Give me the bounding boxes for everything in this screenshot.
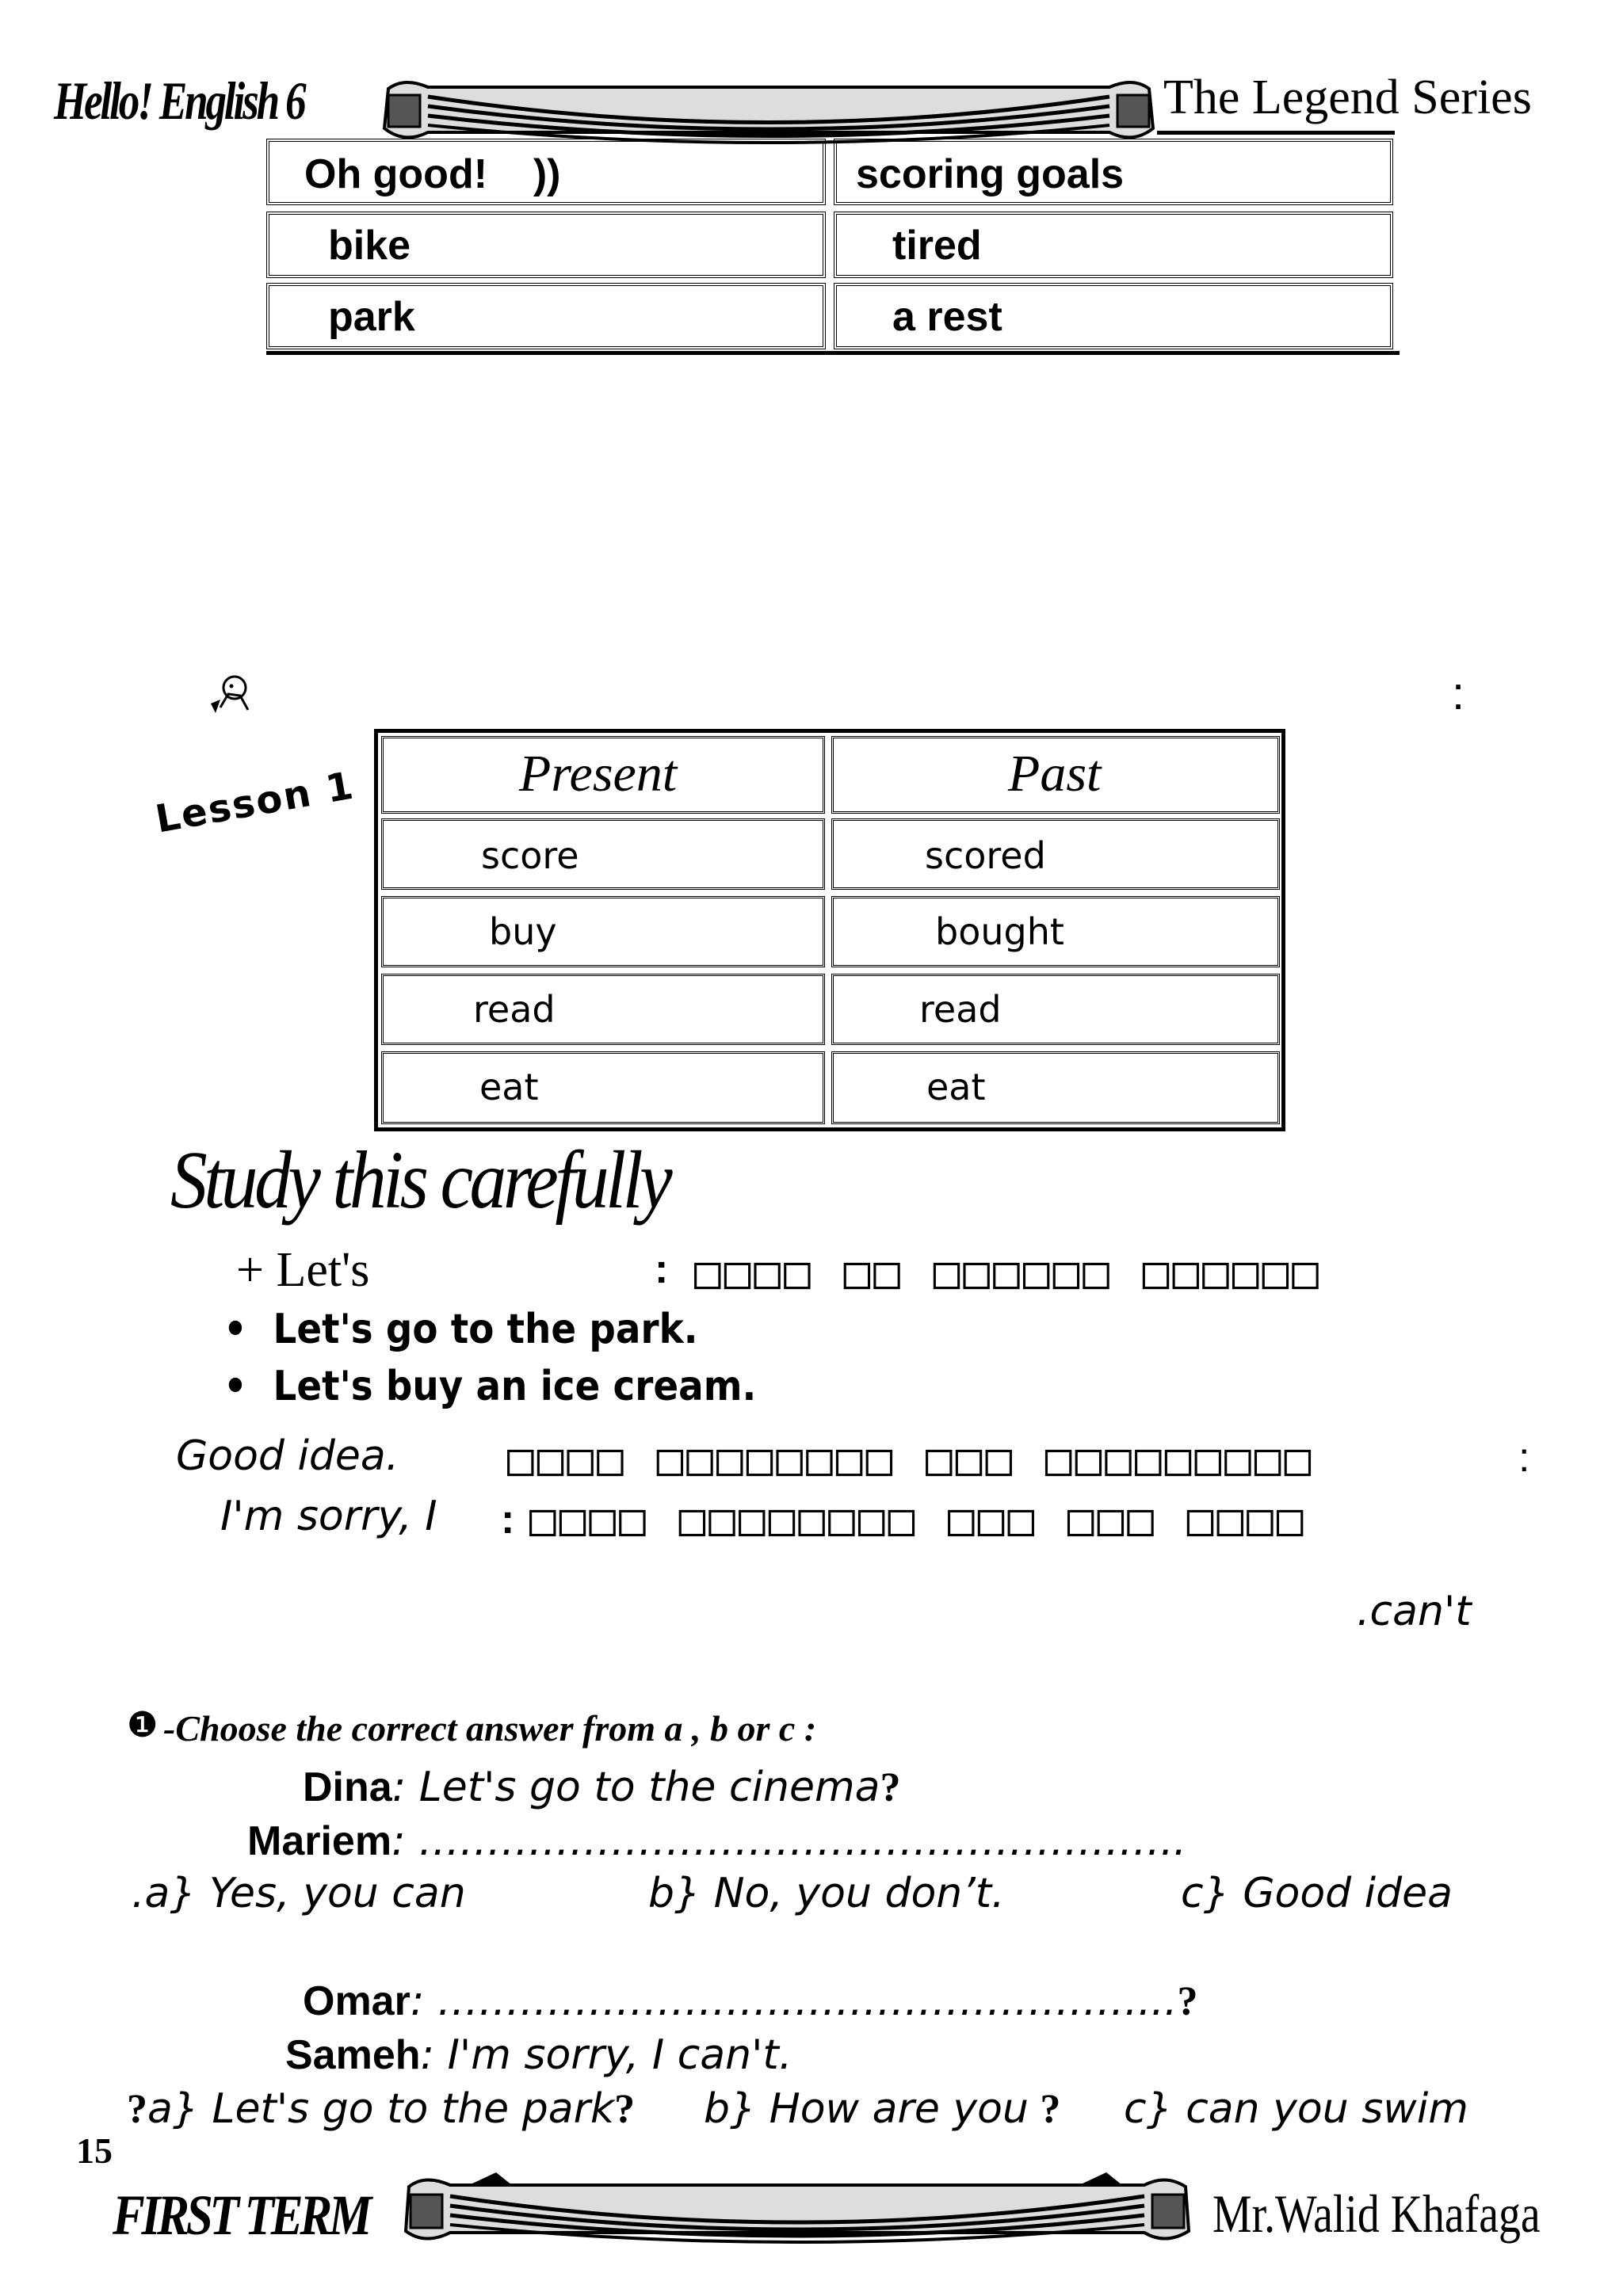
vocab-cell	[834, 212, 1393, 278]
scroll-banner-ornament	[382, 81, 1155, 144]
sorry-colon: :	[501, 1497, 515, 1543]
option-text: b} How are you	[704, 2085, 1029, 2133]
lets-colon: :	[655, 1246, 669, 1292]
speaker-name: Mariem	[247, 1818, 392, 1864]
answer-blank: : ……………………………………………...	[410, 1978, 1178, 2025]
good-idea-explanation: □□□□ □□□□□□□□ □□□ □□□□□□□□□	[507, 1434, 1315, 1486]
option-a: .a} Yes, you can	[132, 1870, 466, 1917]
table-cell	[381, 818, 825, 890]
dialogue-line: Dina: Let's go to the cinema?	[303, 1764, 900, 1811]
term-label: FIRST TERM	[113, 2183, 372, 2247]
speaker-name: Sameh	[285, 2032, 421, 2078]
good-idea-colon: :	[1518, 1435, 1530, 1481]
speaker-name: Omar	[303, 1978, 411, 2024]
table-cell	[381, 1051, 825, 1124]
vocab-cell	[266, 283, 826, 349]
option-c: c} Good idea	[1181, 1870, 1453, 1917]
column-header-present: Present	[519, 745, 678, 803]
scroll-banner-ornament	[403, 2172, 1191, 2244]
option-b: b} How are you ?	[704, 2085, 1060, 2133]
table-cell	[381, 974, 825, 1045]
option-c: c} can you swim	[1124, 2085, 1468, 2133]
past-verb: read	[919, 988, 1002, 1031]
list-item: • Let's buy an ice cream.	[223, 1363, 757, 1410]
exercise-number: ❶	[127, 1706, 158, 1745]
question-mark: ?	[880, 1765, 901, 1810]
present-past-table: Present Past score scored buy bought rea…	[374, 729, 1285, 1131]
sorry-label: I'm sorry, I	[220, 1493, 437, 1540]
vocab-table-bottom-rule	[266, 351, 1400, 355]
study-heading: Study this carefully	[170, 1135, 673, 1226]
author-name: Mr.Walid Khafaga	[1212, 2183, 1541, 2244]
option-a: ?a} Let's go to the park?	[127, 2085, 635, 2133]
table-cell	[831, 974, 1280, 1045]
lets-label: + Let's	[236, 1243, 370, 1297]
sorry-explanation: □□□□ □□□□□□□□ □□□ □□□ □□□□	[529, 1494, 1307, 1546]
cant-fragment: .can't	[1357, 1588, 1472, 1635]
question-mark: ?	[614, 2087, 636, 2132]
dialogue-line: Sameh: I'm sorry, I can't.	[285, 2031, 792, 2079]
past-verb: bought	[935, 910, 1064, 953]
table-header-cell	[831, 736, 1280, 814]
vocab-item: tired	[892, 223, 982, 269]
vocab-cell	[834, 283, 1393, 349]
vocab-item: a rest	[892, 294, 1002, 340]
table-cell	[831, 818, 1280, 890]
vocab-table: Oh good! )) scoring goals bike tired par…	[266, 139, 1400, 357]
speaker-name: Dina	[303, 1764, 392, 1810]
exercise-instructions: -Choose the correct answer from a , b or…	[163, 1708, 817, 1749]
dialogue-line: Omar: ……………………………………………...?	[303, 1978, 1197, 2025]
dialogue-text: : I'm sorry, I can't.	[420, 2031, 792, 2079]
vocab-cell	[834, 139, 1393, 205]
dialogue-line: Mariem: ………………………………………………..	[247, 1817, 1186, 1865]
series-title: The Legend Series	[1163, 71, 1532, 124]
vocab-item: bike	[328, 223, 411, 269]
present-verb: eat	[479, 1066, 539, 1108]
vocab-item: Oh good! ))	[304, 151, 561, 197]
vocab-item: scoring goals	[856, 151, 1125, 197]
table-cell	[831, 896, 1280, 967]
cartoon-character-icon	[211, 675, 250, 713]
lets-explanation: □□□□ □□ □□□□□□ □□□□□□	[694, 1247, 1323, 1299]
question-mark: ?	[1177, 1979, 1198, 2024]
answer-blank: : ………………………………………………..	[391, 1817, 1187, 1865]
example-sentence: Let's go to the park.	[273, 1306, 698, 1353]
question-mark: ?	[127, 2087, 147, 2132]
present-verb: score	[481, 834, 579, 877]
example-sentence: Let's buy an ice cream.	[273, 1363, 757, 1410]
list-item: • Let's go to the park.	[223, 1306, 698, 1353]
present-verb: read	[473, 988, 556, 1031]
header-rule	[1157, 131, 1395, 135]
lesson-label: Lesson 1	[152, 763, 358, 842]
table-cell	[381, 896, 825, 967]
good-idea-label: Good idea.	[176, 1432, 399, 1480]
book-title: Hello! English 6	[54, 71, 307, 131]
vocab-cell	[266, 212, 826, 278]
question-mark: ?	[1040, 2087, 1061, 2132]
past-verb: scored	[925, 834, 1046, 877]
present-verb: buy	[489, 910, 557, 953]
vocab-cell	[266, 139, 826, 205]
stray-colon: :	[1452, 668, 1465, 719]
column-header-past: Past	[1008, 745, 1102, 803]
past-verb: eat	[926, 1066, 986, 1108]
page-number: 15	[76, 2130, 113, 2171]
table-header-cell	[381, 736, 825, 814]
example-list: • Let's go to the park. • Let's buy an i…	[223, 1306, 756, 1420]
vocab-item: park	[328, 294, 415, 340]
table-cell	[831, 1051, 1280, 1124]
option-b: b} No, you don’t.	[648, 1870, 1005, 1917]
dialogue-text: : Let's go to the cinema	[391, 1764, 880, 1811]
option-text: a} Let's go to the park	[147, 2085, 615, 2133]
